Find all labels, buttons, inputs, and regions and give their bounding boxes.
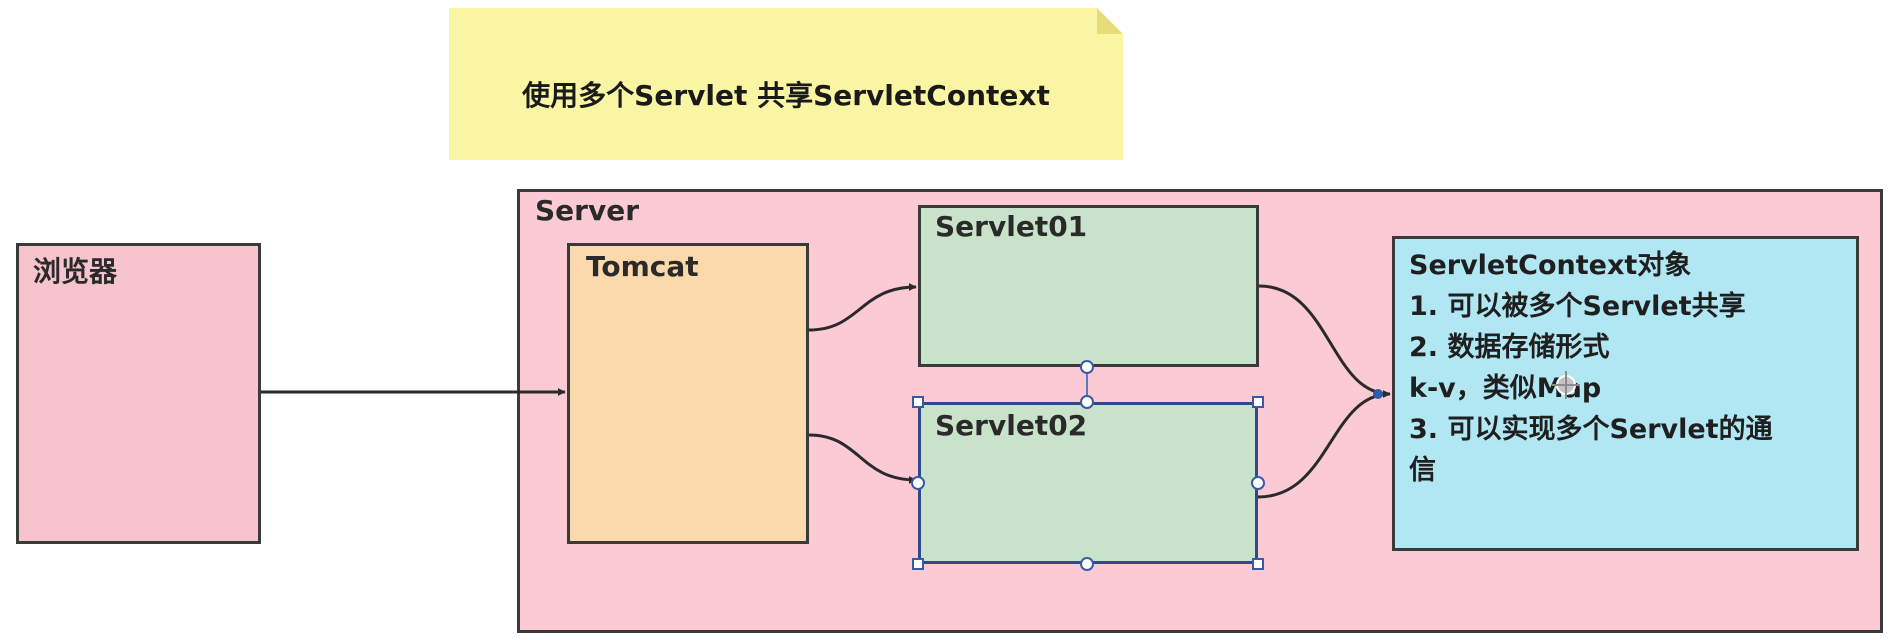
context-line: 信 [1409,455,1436,486]
context-line: 1. 可以被多个Servlet共享 [1409,291,1746,322]
move-cursor-icon [1552,371,1580,399]
tomcat-to-servlet01-arrow[interactable] [808,283,917,332]
servlet01-to-context-arrow[interactable] [1258,284,1391,398]
resize-handle[interactable] [1252,396,1264,408]
context-line: 2. 数据存储形式 [1409,332,1610,363]
note-fold-corner [1097,8,1123,34]
servlet02-label: Servlet02 [935,409,1088,442]
browser-label: 浏览器 [33,255,118,288]
context-line: ServletContext对象 [1409,250,1692,281]
tomcat-box[interactable]: Tomcat [567,243,809,544]
servlet02-to-context-arrow[interactable] [1257,392,1391,499]
connection-point[interactable] [911,476,925,490]
server-label: Server [535,194,640,227]
sticky-note: 使用多个Servlet 共享ServletContext [449,8,1123,160]
servlet-context-box[interactable]: ServletContext对象 1. 可以被多个Servlet共享 2. 数据… [1392,236,1859,551]
resize-handle[interactable] [912,558,924,570]
tomcat-to-servlet02-arrow[interactable] [808,433,917,484]
selection-handles[interactable] [911,360,1265,571]
connection-point[interactable] [1080,360,1094,374]
resize-handle[interactable] [912,396,924,408]
note-text: 使用多个Servlet 共享ServletContext [522,79,1050,112]
browser-box[interactable]: 浏览器 [16,243,261,544]
tomcat-label: Tomcat [586,250,699,283]
resize-handle[interactable] [1252,558,1264,570]
connection-point[interactable] [1080,557,1094,571]
servlet01-label: Servlet01 [935,210,1088,243]
context-anchor-dot[interactable] [1373,389,1383,399]
context-line: 3. 可以实现多个Servlet的通 [1409,414,1773,445]
connection-point[interactable] [1080,395,1094,409]
connection-point[interactable] [1251,476,1265,490]
